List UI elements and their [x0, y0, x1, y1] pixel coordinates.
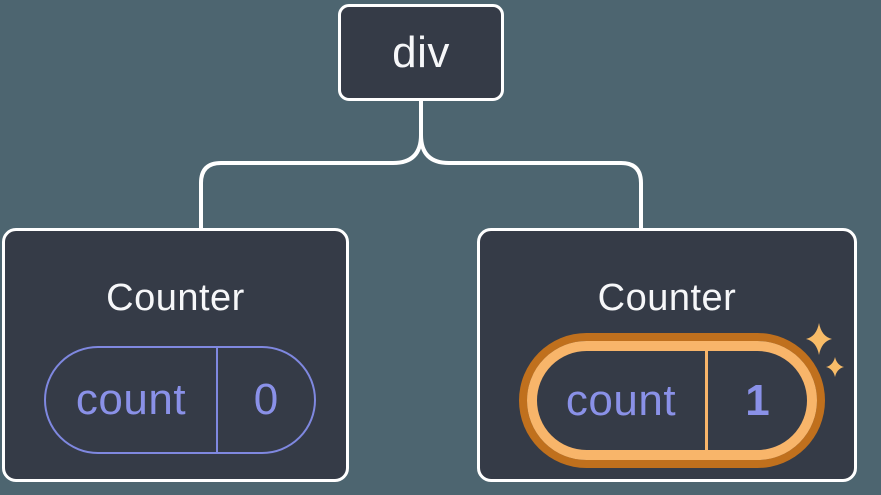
tree-node-counter-right: Counter count 1 — [477, 228, 857, 482]
state-value: 0 — [253, 375, 279, 424]
counter-right-state-pill-highlighted: count 1 — [527, 341, 817, 460]
tree-node-counter-left: Counter count 0 — [2, 228, 349, 482]
state-value: 1 — [745, 375, 770, 425]
connector-root-to-right-counter — [419, 101, 643, 228]
state-key: count — [565, 375, 677, 425]
counter-right-title: Counter — [597, 277, 737, 319]
state-pill-divider — [216, 348, 218, 452]
state-pill-divider — [705, 351, 708, 450]
tree-node-root: div — [338, 4, 504, 101]
sparkles-icon — [806, 323, 844, 377]
connector-root-to-left-counter — [199, 101, 423, 228]
root-node-label: div — [392, 27, 450, 77]
state-key: count — [75, 375, 187, 424]
sparkle-large — [806, 323, 832, 355]
counter-left-state-pill: count 0 — [44, 346, 316, 454]
counter-left-title: Counter — [106, 277, 245, 319]
sparkle-small — [826, 357, 844, 377]
